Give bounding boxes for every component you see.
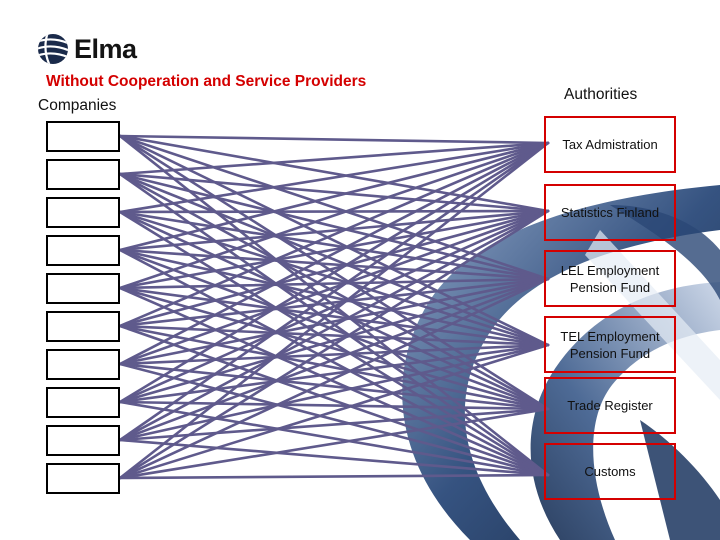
connection-line bbox=[118, 141, 550, 214]
connection-line bbox=[118, 248, 550, 347]
connection-line bbox=[118, 172, 550, 213]
diagram-title: Without Cooperation and Service Provider… bbox=[46, 73, 367, 90]
connection-line bbox=[118, 210, 550, 281]
authority-label: LEL Employment Pension Fund bbox=[560, 262, 660, 295]
connection-line bbox=[118, 209, 550, 366]
connection-line bbox=[118, 277, 550, 290]
connection-line bbox=[118, 209, 550, 214]
connection-line bbox=[118, 277, 550, 480]
connection-line bbox=[118, 209, 550, 480]
authorities-heading: Authorities bbox=[564, 86, 638, 103]
authority-label: Trade Register bbox=[567, 398, 653, 413]
connection-line bbox=[118, 141, 550, 290]
connection-line bbox=[118, 286, 550, 347]
connection-line bbox=[118, 277, 550, 366]
connection-line bbox=[118, 141, 550, 366]
authority-statistics-finland: Statistics Finland bbox=[544, 184, 676, 241]
connection-line bbox=[118, 172, 550, 347]
company-box bbox=[46, 311, 120, 342]
authority-trade-register: Trade Register bbox=[544, 377, 676, 434]
connection-line bbox=[118, 141, 550, 176]
company-box bbox=[46, 349, 120, 380]
connection-line bbox=[118, 134, 550, 347]
connection-line bbox=[118, 277, 550, 442]
authority-label: Customs bbox=[584, 464, 636, 479]
authority-customs: Customs bbox=[544, 443, 676, 500]
authority-label: Statistics Finland bbox=[560, 205, 660, 220]
connection-line bbox=[118, 141, 550, 328]
company-box bbox=[46, 235, 120, 266]
connection-line bbox=[118, 141, 550, 252]
elma-logo: Elma bbox=[36, 32, 137, 66]
authority-label: TEL Employment Pension Fund bbox=[560, 328, 660, 361]
authority-tax-administration: Tax Admistration bbox=[544, 116, 676, 173]
authority-lel-pension-fund: LEL Employment Pension Fund bbox=[544, 250, 676, 307]
connection-line bbox=[118, 248, 550, 411]
company-box bbox=[46, 121, 120, 152]
globe-logo-icon bbox=[38, 34, 68, 64]
connection-line bbox=[118, 209, 550, 328]
connection-line bbox=[118, 343, 550, 366]
company-box bbox=[46, 387, 120, 418]
company-box bbox=[46, 463, 120, 494]
connection-line bbox=[118, 210, 550, 347]
connection-line bbox=[118, 141, 550, 442]
companies-heading: Companies bbox=[38, 97, 117, 114]
connection-line bbox=[118, 343, 550, 404]
connection-line bbox=[118, 141, 550, 480]
connection-line bbox=[118, 141, 550, 404]
connection-line bbox=[118, 248, 550, 281]
authority-label: Tax Admistration bbox=[562, 137, 658, 152]
logo-text: Elma bbox=[74, 33, 137, 64]
connection-line bbox=[118, 172, 550, 281]
connection-line bbox=[118, 343, 550, 442]
connection-line bbox=[118, 277, 550, 328]
company-box bbox=[46, 425, 120, 456]
connection-line bbox=[118, 209, 550, 442]
connection-line bbox=[118, 277, 550, 404]
connection-line bbox=[118, 209, 550, 404]
company-box bbox=[46, 273, 120, 304]
connection-line bbox=[118, 407, 550, 480]
authority-tel-pension-fund: TEL Employment Pension Fund bbox=[544, 316, 676, 373]
connection-line bbox=[118, 324, 550, 347]
company-box bbox=[46, 197, 120, 228]
company-box bbox=[46, 159, 120, 190]
connection-line bbox=[118, 473, 550, 480]
connection-line bbox=[118, 134, 550, 145]
connection-line bbox=[118, 343, 550, 480]
connection-line bbox=[118, 209, 550, 290]
connection-line bbox=[118, 209, 550, 252]
